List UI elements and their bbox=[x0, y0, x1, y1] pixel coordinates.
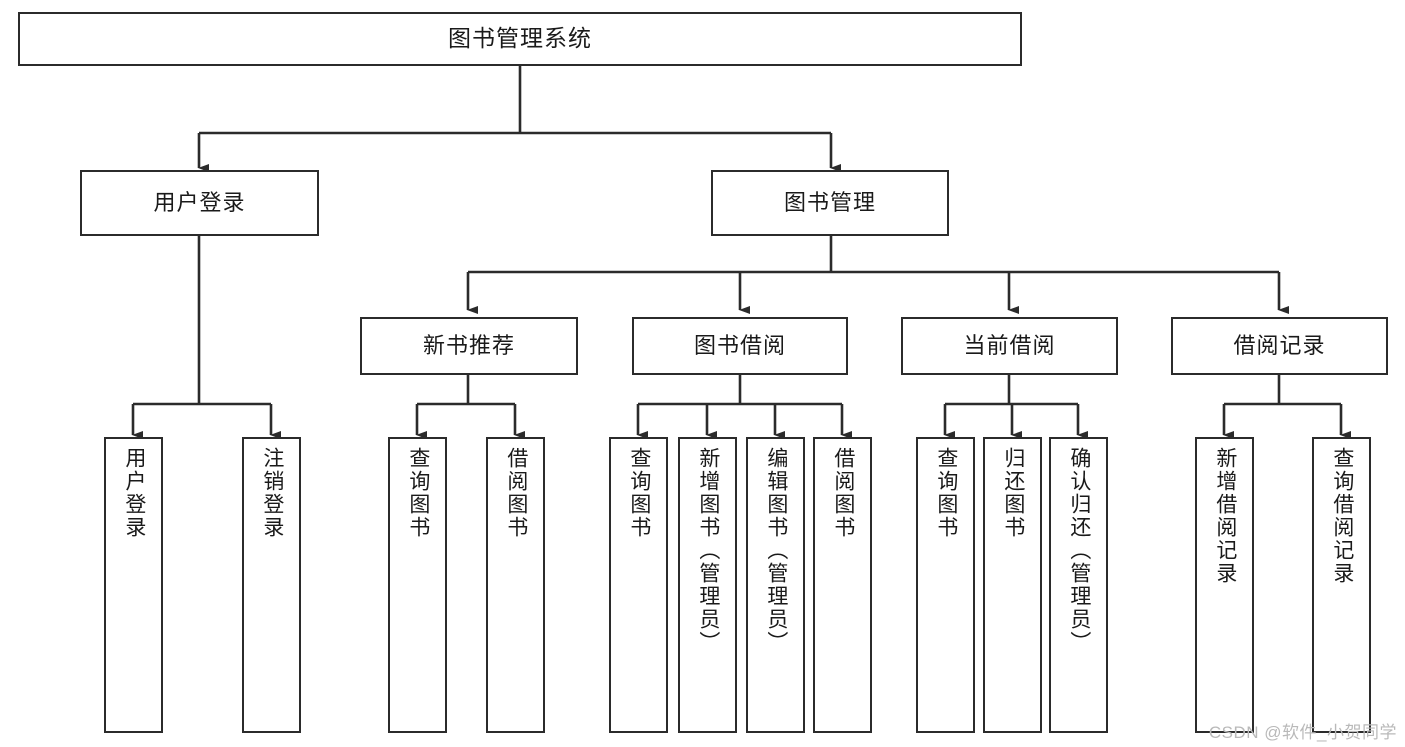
node-user-login[interactable]: 用户登录 bbox=[80, 170, 319, 236]
node-label: 新书推荐 bbox=[422, 333, 515, 359]
node-borrowing-record[interactable]: 借阅记录 bbox=[1171, 317, 1388, 375]
node-book-borrowing[interactable]: 图书借阅 bbox=[632, 317, 848, 375]
node-book-management[interactable]: 图书管理 bbox=[711, 170, 949, 236]
node-label: 编辑图书（管理员） bbox=[764, 447, 788, 654]
node-label: 用户登录 bbox=[122, 447, 146, 539]
node-label: 确认归还（管理员） bbox=[1067, 447, 1091, 654]
leaf-borrow-record-add-record[interactable]: 新增借阅记录 bbox=[1195, 437, 1254, 733]
node-label: 查询图书 bbox=[934, 447, 958, 539]
node-label: 查询图书 bbox=[627, 447, 651, 539]
node-new-book-recommendation[interactable]: 新书推荐 bbox=[360, 317, 578, 375]
watermark: CSDN @软件_小贺同学 bbox=[1208, 723, 1397, 742]
node-label: 查询图书 bbox=[406, 447, 430, 539]
leaf-user-login-login[interactable]: 用户登录 bbox=[104, 437, 163, 733]
leaf-new-book-borrow-book[interactable]: 借阅图书 bbox=[486, 437, 545, 733]
node-label: 新增图书（管理员） bbox=[696, 447, 720, 654]
node-label: 图书管理 bbox=[783, 190, 876, 216]
node-label: 当前借阅 bbox=[963, 333, 1056, 359]
node-current-borrowing[interactable]: 当前借阅 bbox=[901, 317, 1118, 375]
node-label: 借阅图书 bbox=[504, 447, 528, 539]
leaf-current-borrow-confirm-return-admin[interactable]: 确认归还（管理员） bbox=[1049, 437, 1108, 733]
leaf-book-borrow-borrow-book[interactable]: 借阅图书 bbox=[813, 437, 872, 733]
leaf-book-borrow-query-book[interactable]: 查询图书 bbox=[609, 437, 668, 733]
leaf-new-book-query-book[interactable]: 查询图书 bbox=[388, 437, 447, 733]
leaf-current-borrow-return-book[interactable]: 归还图书 bbox=[983, 437, 1042, 733]
node-label: 归还图书 bbox=[1001, 447, 1025, 539]
node-label: 借阅记录 bbox=[1233, 333, 1326, 359]
node-label: 借阅图书 bbox=[831, 447, 855, 539]
leaf-current-borrow-query-book[interactable]: 查询图书 bbox=[916, 437, 975, 733]
node-root-library-management-system[interactable]: 图书管理系统 bbox=[18, 12, 1022, 66]
node-label: 图书借阅 bbox=[693, 333, 786, 359]
node-label: 用户登录 bbox=[153, 190, 246, 216]
leaf-borrow-record-query-record[interactable]: 查询借阅记录 bbox=[1312, 437, 1371, 733]
leaf-book-borrow-edit-book-admin[interactable]: 编辑图书（管理员） bbox=[746, 437, 805, 733]
node-label: 图书管理系统 bbox=[448, 25, 592, 52]
leaf-book-borrow-add-book-admin[interactable]: 新增图书（管理员） bbox=[678, 437, 737, 733]
leaf-user-login-logout[interactable]: 注销登录 bbox=[242, 437, 301, 733]
node-label: 注销登录 bbox=[260, 447, 284, 539]
node-label: 查询借阅记录 bbox=[1330, 447, 1354, 585]
node-label: 新增借阅记录 bbox=[1213, 447, 1237, 585]
